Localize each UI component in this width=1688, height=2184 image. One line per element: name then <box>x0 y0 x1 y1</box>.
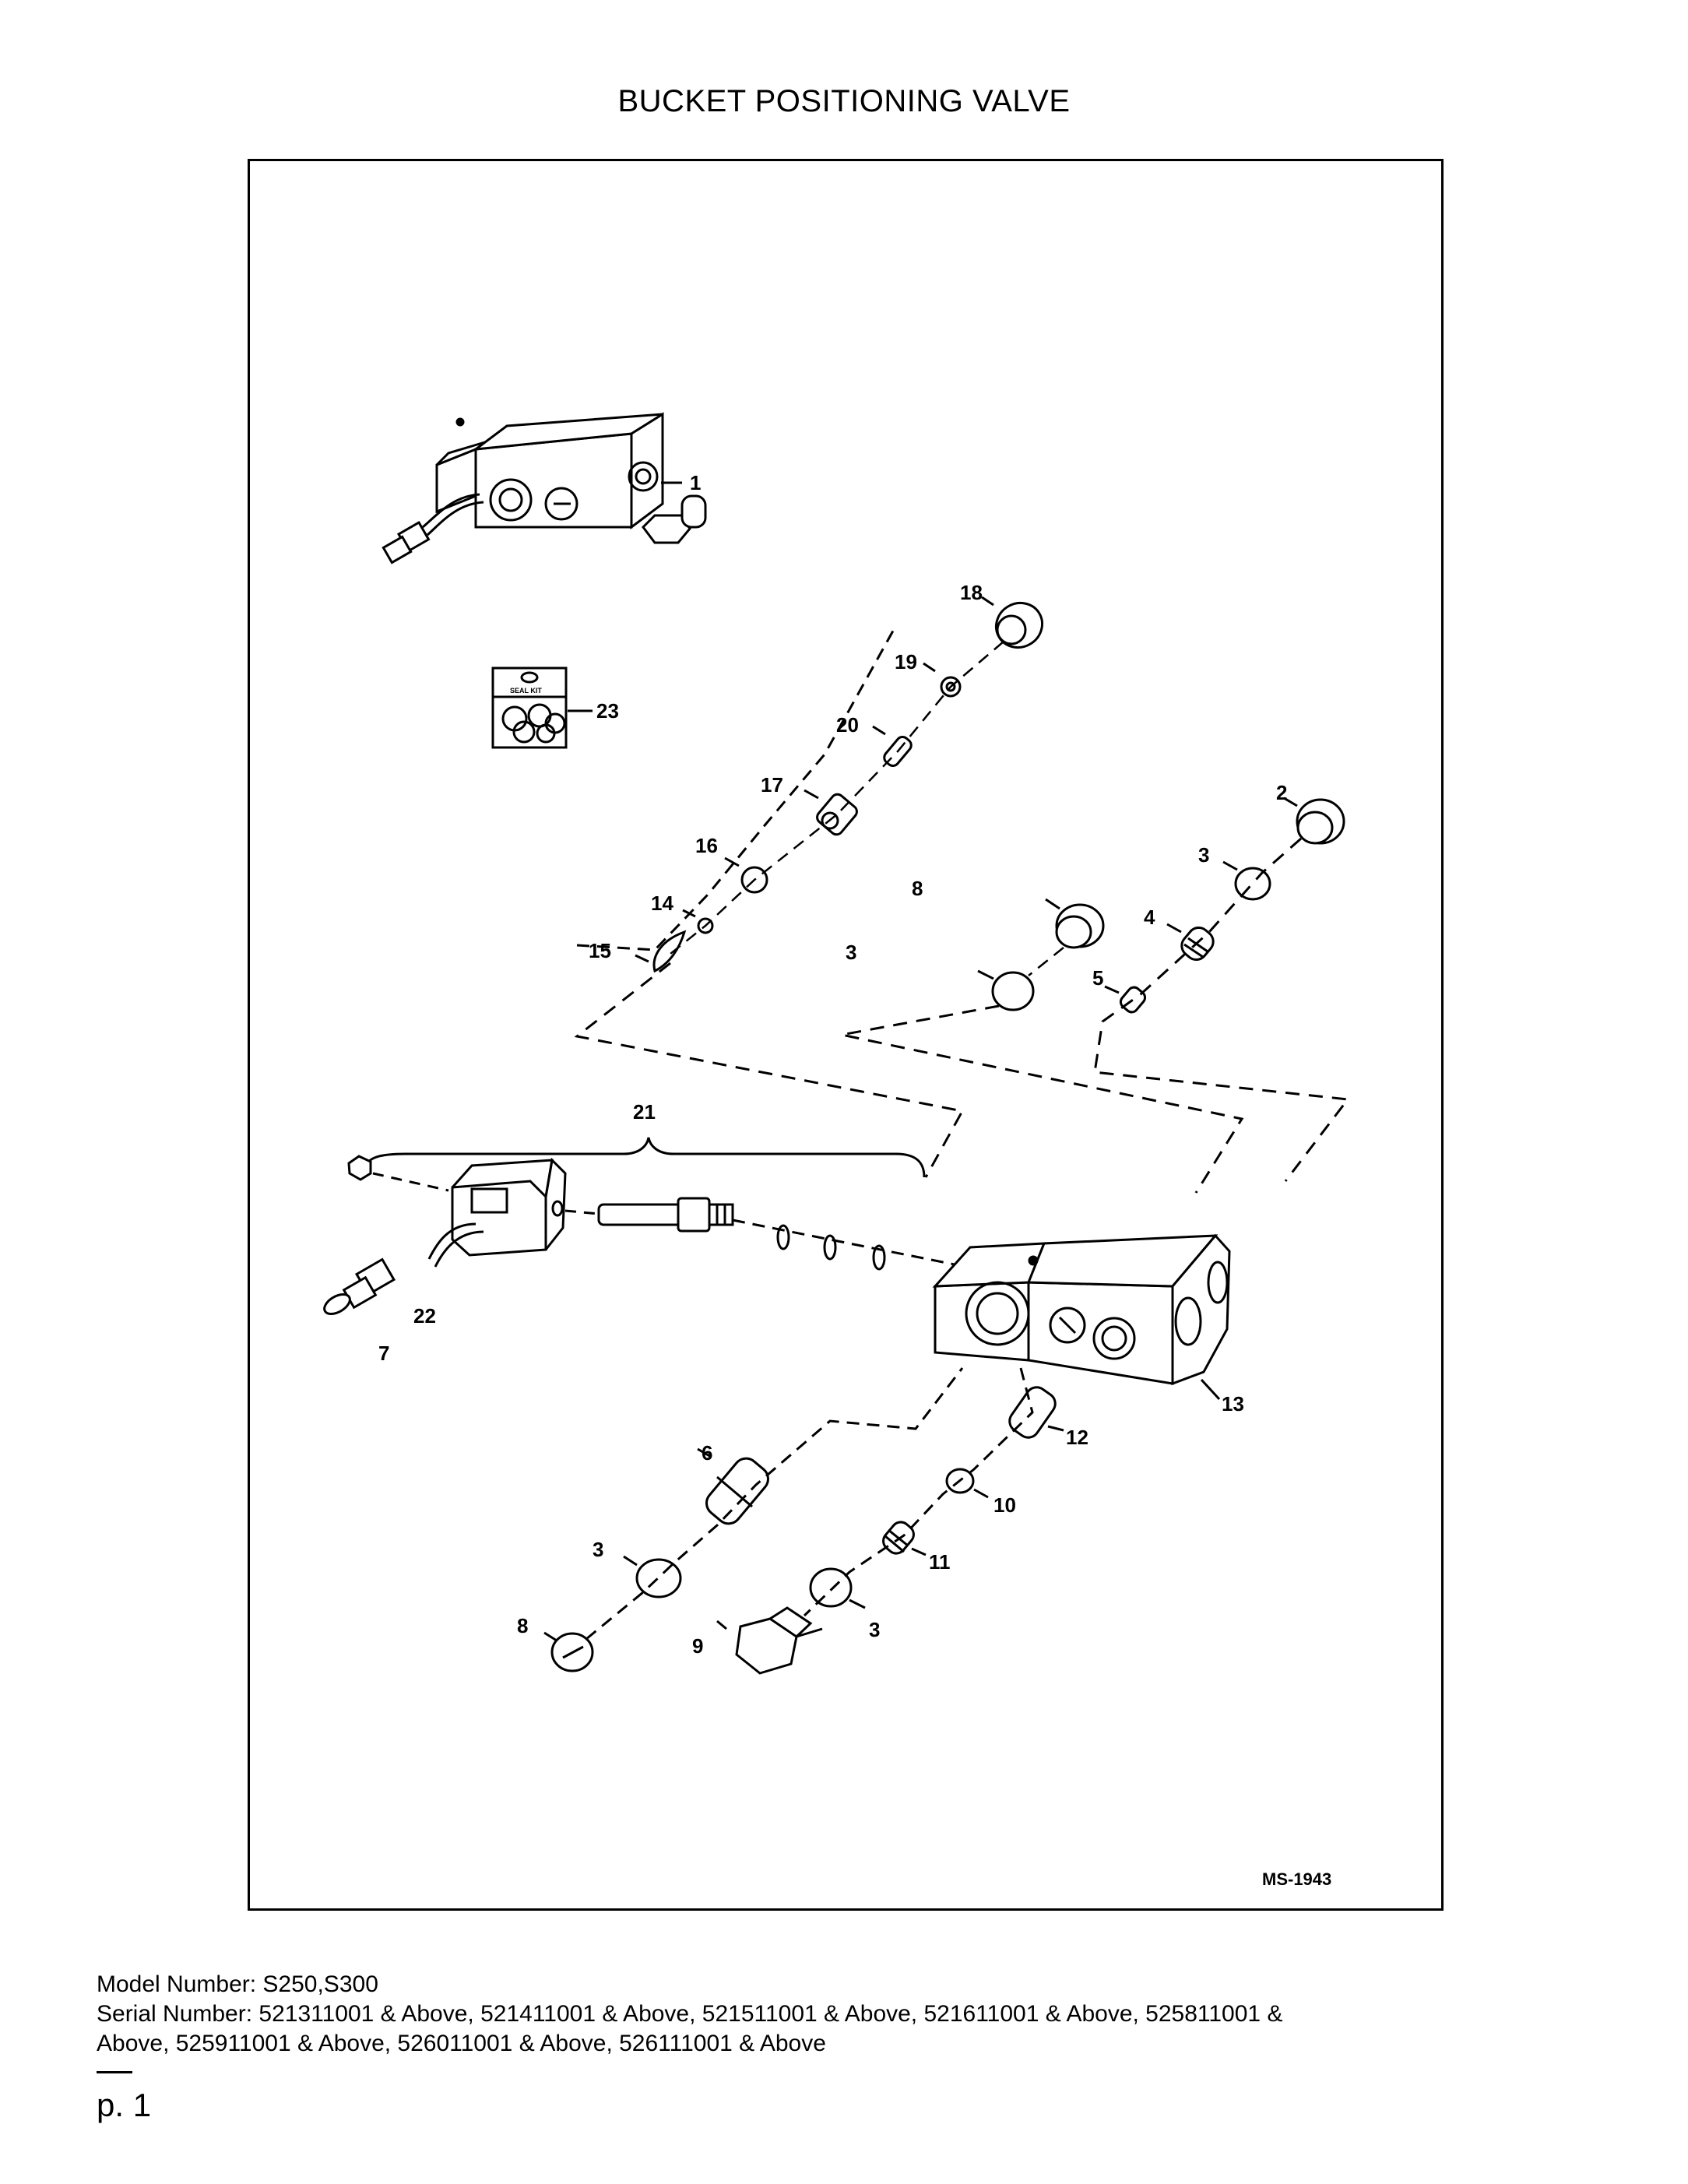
page-title: BUCKET POSITIONING VALVE <box>617 84 1071 118</box>
callout-labels: 1 2 3 3 3 3 4 5 6 7 8 8 9 10 11 12 13 14… <box>378 471 1287 1658</box>
callout-4: 4 <box>1144 906 1155 929</box>
callout-17: 17 <box>761 773 783 797</box>
callout-1: 1 <box>690 471 701 494</box>
exploded-parts-diagram: 1 2 3 3 3 3 4 5 6 7 8 8 9 10 11 12 13 14… <box>323 412 1350 1889</box>
part-13-valve-body <box>932 1233 1231 1401</box>
diagram-frame: 1 2 3 3 3 3 4 5 6 7 8 8 9 10 11 12 13 14… <box>248 159 1444 1911</box>
page-number: p. 1 <box>97 2087 152 2123</box>
callout-16: 16 <box>695 834 718 857</box>
callout-14: 14 <box>651 892 673 915</box>
callout-22: 22 <box>413 1304 436 1328</box>
callout-11: 11 <box>929 1550 951 1574</box>
callout-19: 19 <box>895 650 917 673</box>
part-23-seal-kit <box>491 666 593 749</box>
lower-right-parts <box>716 1367 1064 1675</box>
callout-8: 8 <box>517 1614 528 1637</box>
callout-2: 2 <box>1276 781 1287 804</box>
callout-23: 23 <box>596 699 619 723</box>
upper-left-parts <box>574 596 1044 1178</box>
callout-13: 13 <box>1222 1392 1244 1416</box>
callout-12: 12 <box>1066 1426 1088 1449</box>
callout-6: 6 <box>702 1441 712 1465</box>
model-serial-info: Model Number: S250,S300 Serial Number: 5… <box>97 1970 1623 2059</box>
middle-parts <box>841 898 1244 1194</box>
figure-id: MS-1943 <box>1262 1869 1331 1889</box>
seal-kit-label: SEAL KIT <box>510 687 542 695</box>
right-parts <box>1093 797 1350 1182</box>
part-1-valve-assembly <box>382 412 707 564</box>
part-21-coil-assembly <box>323 1137 1029 1315</box>
serial-number-line-1: Serial Number: 521311001 & Above, 521411… <box>97 2001 1283 2027</box>
callout-3: 3 <box>846 941 856 964</box>
callout-3: 3 <box>869 1618 880 1641</box>
callout-10: 10 <box>993 1493 1016 1517</box>
serial-number-line-2: Above, 525911001 & Above, 526011001 & Ab… <box>97 2031 826 2056</box>
callout-18: 18 <box>960 581 983 604</box>
callout-21: 21 <box>633 1100 656 1124</box>
callout-3: 3 <box>593 1538 603 1561</box>
callout-5: 5 <box>1092 966 1103 990</box>
model-number: Model Number: S250,S300 <box>97 1971 378 1997</box>
divider <box>97 2071 132 2073</box>
callout-7: 7 <box>378 1342 389 1365</box>
callout-20: 20 <box>836 713 859 737</box>
callout-8: 8 <box>912 877 923 900</box>
callout-9: 9 <box>692 1634 703 1658</box>
callout-15: 15 <box>589 939 611 962</box>
callout-3: 3 <box>1198 843 1209 867</box>
lower-left-parts <box>543 1367 964 1672</box>
